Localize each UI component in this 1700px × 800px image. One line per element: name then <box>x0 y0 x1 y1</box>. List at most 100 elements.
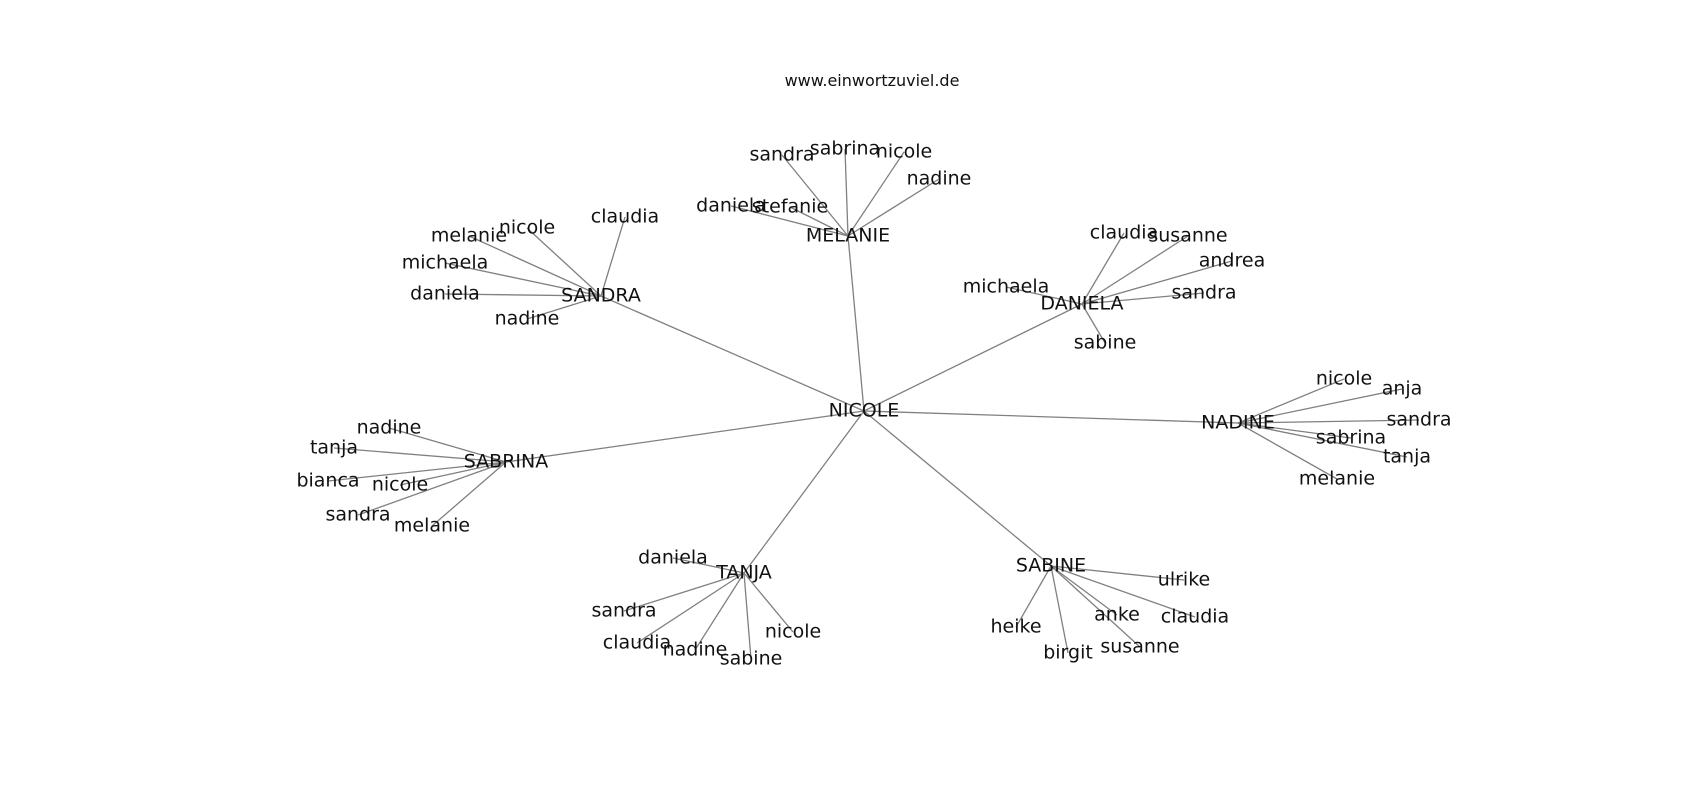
edge-sabine-birgit <box>1050 565 1069 654</box>
edge-daniela-claudia <box>1081 232 1125 305</box>
leaf-node-sabine-susanne[interactable]: susanne <box>1100 636 1179 658</box>
edge-nadine-melanie <box>1237 422 1338 480</box>
edge-tanja-daniela <box>672 557 745 574</box>
edge-nadine-tanja <box>1237 422 1408 458</box>
leaf-node-melanie-sabrina[interactable]: sabrina <box>810 138 880 160</box>
leaf-node-melanie-sandra[interactable]: sandra <box>749 144 814 166</box>
edge-tanja-sandra <box>623 572 745 612</box>
edge-sabine-heike <box>1015 565 1052 628</box>
edge-daniela-sabine <box>1081 303 1106 344</box>
leaf-node-tanja-sabine[interactable]: sabine <box>720 648 783 670</box>
leaf-node-sabine-anke[interactable]: anke <box>1094 604 1140 626</box>
leaf-node-sabine-ulrike[interactable]: ulrike <box>1158 569 1210 591</box>
leaf-node-sabrina-sandra[interactable]: sandra <box>325 504 390 526</box>
edge-melanie-sabrina <box>844 148 849 237</box>
edge-center-daniela <box>863 303 1083 412</box>
edge-tanja-nicole <box>743 572 794 633</box>
leaf-node-daniela-sandra[interactable]: sandra <box>1171 282 1236 304</box>
leaf-node-sabine-birgit[interactable]: birgit <box>1043 642 1093 664</box>
edge-sandra-nadine <box>526 295 602 320</box>
edge-sandra-melanie <box>468 235 602 297</box>
edge-melanie-nicole <box>847 151 905 237</box>
leaf-node-sabrina-nadine[interactable]: nadine <box>357 417 422 439</box>
edge-sabrina-nicole <box>399 461 507 486</box>
leaf-node-sabrina-bianca[interactable]: bianca <box>296 470 359 492</box>
edge-melanie-sandra <box>781 154 849 237</box>
leaf-node-sabrina-melanie[interactable]: melanie <box>394 515 470 537</box>
edge-sandra-michaela <box>444 262 602 297</box>
edge-center-sabrina <box>505 410 865 463</box>
leaf-node-tanja-daniela[interactable]: daniela <box>638 547 708 569</box>
leaf-node-tanja-nadine[interactable]: nadine <box>663 639 728 661</box>
leaf-node-melanie-stefanie[interactable]: stefanie <box>752 196 828 218</box>
leaf-node-tanja-nicole[interactable]: nicole <box>765 621 821 643</box>
edge-sabrina-tanja <box>333 447 507 463</box>
leaf-node-daniela-andrea[interactable]: andrea <box>1199 250 1265 272</box>
leaf-node-daniela-michaela[interactable]: michaela <box>963 276 1050 298</box>
edge-nadine-sandra <box>1237 419 1420 424</box>
edge-sandra-nicole <box>526 227 602 297</box>
leaf-node-sandra-michaela[interactable]: michaela <box>402 252 489 274</box>
edge-sandra-claudia <box>600 216 626 297</box>
edge-sabine-susanne <box>1050 565 1141 648</box>
hub-node-daniela[interactable]: DANIELA <box>1040 293 1123 315</box>
hub-node-sandra[interactable]: SANDRA <box>561 285 641 307</box>
leaf-node-melanie-nadine[interactable]: nadine <box>907 168 972 190</box>
leaf-node-sandra-nicole[interactable]: nicole <box>499 217 555 239</box>
leaf-node-tanja-sandra[interactable]: sandra <box>591 600 656 622</box>
hub-node-nadine[interactable]: NADINE <box>1201 412 1275 434</box>
hub-node-melanie[interactable]: MELANIE <box>806 225 890 247</box>
site-label: www.einwortzuviel.de <box>784 71 960 90</box>
edge-tanja-claudia <box>636 572 745 644</box>
edge-nadine-sabrina <box>1237 422 1352 439</box>
edge-center-sandra <box>600 295 865 412</box>
hub-node-sabrina[interactable]: SABRINA <box>464 451 548 473</box>
leaf-node-daniela-claudia[interactable]: claudia <box>1090 222 1158 244</box>
edge-center-tanja <box>743 410 865 574</box>
edge-nadine-anja <box>1237 388 1403 424</box>
leaf-node-nadine-melanie[interactable]: melanie <box>1299 468 1375 490</box>
leaf-node-sabine-claudia[interactable]: claudia <box>1161 606 1229 628</box>
edge-melanie-daniela <box>730 205 849 237</box>
edge-sabine-claudia <box>1050 565 1196 618</box>
leaf-node-sandra-daniela[interactable]: daniela <box>410 283 480 305</box>
leaf-node-daniela-sabine[interactable]: sabine <box>1074 332 1137 354</box>
edge-tanja-sabine <box>743 572 752 660</box>
leaf-node-sandra-claudia[interactable]: claudia <box>591 206 659 228</box>
edge-center-melanie <box>847 235 865 412</box>
leaf-node-nadine-sandra[interactable]: sandra <box>1386 409 1451 431</box>
hub-node-sabine[interactable]: SABINE <box>1016 555 1086 577</box>
leaf-node-nadine-tanja[interactable]: tanja <box>1383 446 1431 468</box>
leaf-node-sabrina-tanja[interactable]: tanja <box>310 437 358 459</box>
center-node-label[interactable]: NICOLE <box>829 400 900 422</box>
leaf-node-sandra-nadine[interactable]: nadine <box>495 308 560 330</box>
edge-sabine-ulrike <box>1050 565 1185 581</box>
hub-node-tanja[interactable]: TANJA <box>715 562 772 584</box>
node-labels: MELANIEsandrasabrinanicolenadinedanielas… <box>296 138 1451 670</box>
leaf-node-daniela-susanne[interactable]: susanne <box>1148 225 1227 247</box>
edge-sabrina-melanie <box>431 461 507 527</box>
leaf-node-sandra-melanie[interactable]: melanie <box>431 225 507 247</box>
edge-daniela-sandra <box>1081 292 1205 305</box>
leaf-node-sabine-heike[interactable]: heike <box>990 616 1041 638</box>
edge-daniela-susanne <box>1081 235 1189 305</box>
leaf-node-nadine-nicole[interactable]: nicole <box>1316 368 1372 390</box>
edge-sabine-anke <box>1050 565 1118 616</box>
edge-melanie-stefanie <box>789 206 849 237</box>
leaf-node-nadine-anja[interactable]: anja <box>1382 378 1423 400</box>
edge-sabrina-sandra <box>357 461 507 516</box>
leaf-node-nadine-sabrina[interactable]: sabrina <box>1316 427 1386 449</box>
edge-center-sabine <box>863 410 1052 567</box>
leaf-node-melanie-daniela[interactable]: daniela <box>696 195 766 217</box>
edge-nadine-nicole <box>1237 378 1345 424</box>
edge-sabrina-bianca <box>327 461 507 482</box>
edge-daniela-michaela <box>1005 286 1083 305</box>
edge-sabrina-nadine <box>388 427 507 463</box>
edge-daniela-andrea <box>1081 260 1233 305</box>
leaf-node-sabrina-nicole[interactable]: nicole <box>372 474 428 496</box>
edge-center-nadine <box>863 410 1239 424</box>
edge-sandra-daniela <box>444 293 602 297</box>
leaf-node-tanja-claudia[interactable]: claudia <box>603 632 671 654</box>
leaf-node-melanie-nicole[interactable]: nicole <box>876 141 932 163</box>
